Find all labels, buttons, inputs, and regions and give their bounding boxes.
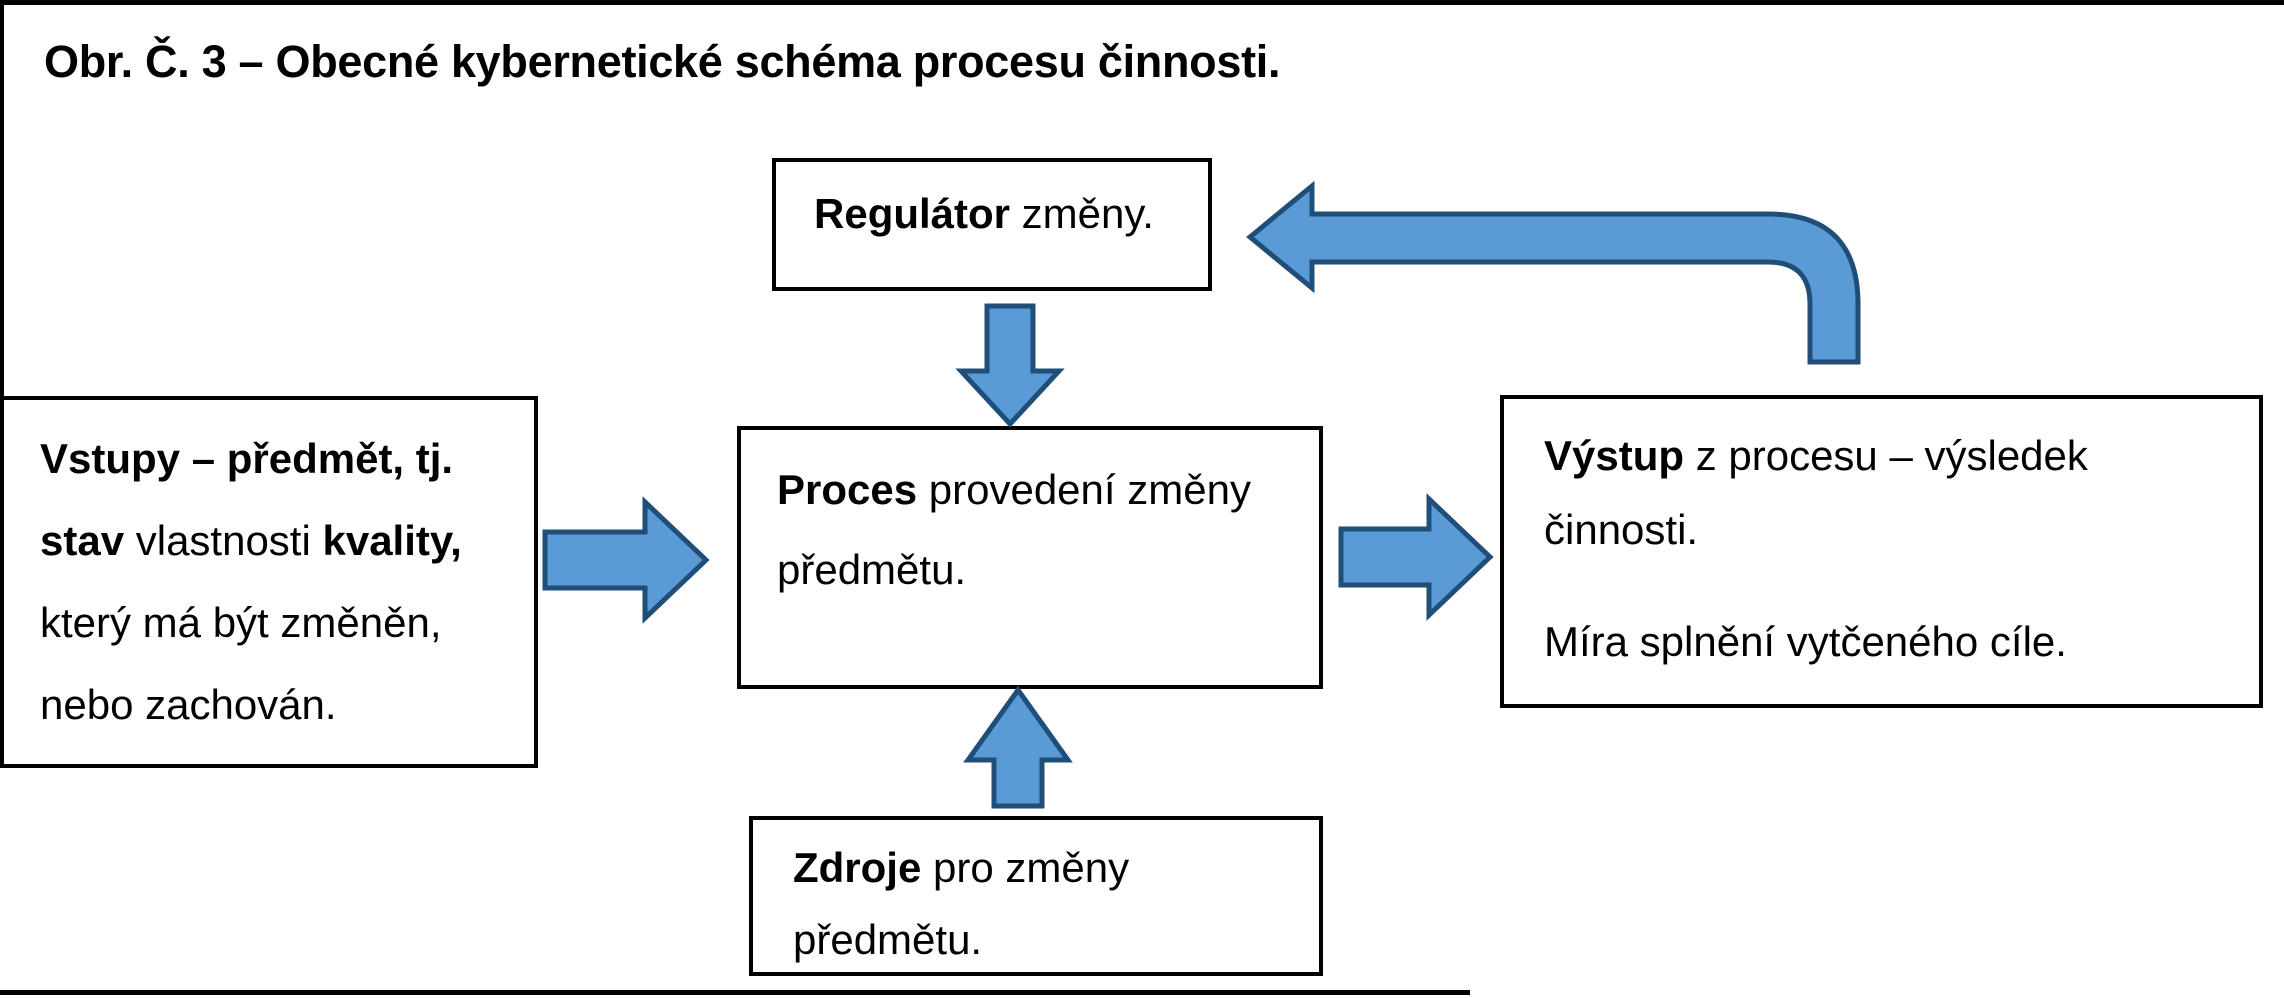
- regulator-box: Regulátor změny.: [772, 158, 1212, 291]
- regulator-box-text: Regulátor změny.: [814, 186, 1208, 242]
- output-label: Výstup: [1544, 432, 1685, 479]
- arrow-process-to-output-icon: [1338, 493, 1494, 621]
- figure-title: Obr. Č. 3 – Obecné kybernetické schéma p…: [44, 36, 1281, 87]
- resources-box-line2: předmětu.: [793, 916, 983, 963]
- inputs-box-line2: stav vlastnosti kvality,: [40, 517, 462, 564]
- output-box-line1: Výstup z procesu – výsledek: [1544, 432, 2088, 479]
- arrow-resources-to-process-icon: [963, 685, 1073, 809]
- resources-box: Zdroje pro změny předmětu.: [749, 816, 1323, 976]
- process-box: Proces provedení změny předmětu.: [737, 426, 1323, 689]
- process-label: Proces: [777, 466, 918, 513]
- arrow-output-to-regulator-icon: [1246, 180, 1861, 365]
- resources-box-line1: Zdroje pro změny: [793, 844, 1130, 891]
- frame-bottom-line: [0, 990, 1470, 995]
- inputs-box-line1: Vstupy – předmět, tj.: [40, 435, 454, 482]
- frame-top-line: [0, 0, 2284, 5]
- inputs-box: Vstupy – předmět, tj. stav vlastnosti kv…: [0, 396, 538, 768]
- process-box-line2: předmětu.: [777, 546, 967, 593]
- output-box: Výstup z procesu – výsledek činnosti. Mí…: [1500, 395, 2263, 708]
- resources-label: Zdroje: [793, 844, 922, 891]
- arrow-input-to-process-icon: [542, 496, 710, 624]
- regulator-label: Regulátor: [814, 190, 1011, 237]
- inputs-box-line3: který má být změněn,: [40, 599, 442, 646]
- process-box-line1: Proces provedení změny: [777, 466, 1251, 513]
- output-box-line2: činnosti.: [1544, 506, 1699, 553]
- inputs-box-line4: nebo zachován.: [40, 681, 337, 728]
- regulator-label-rest: změny.: [1010, 190, 1154, 237]
- output-box-line3: Míra splnění vytčeného cíle.: [1544, 618, 2067, 665]
- arrow-regulator-to-process-icon: [955, 303, 1065, 428]
- frame-left-line: [0, 0, 4, 400]
